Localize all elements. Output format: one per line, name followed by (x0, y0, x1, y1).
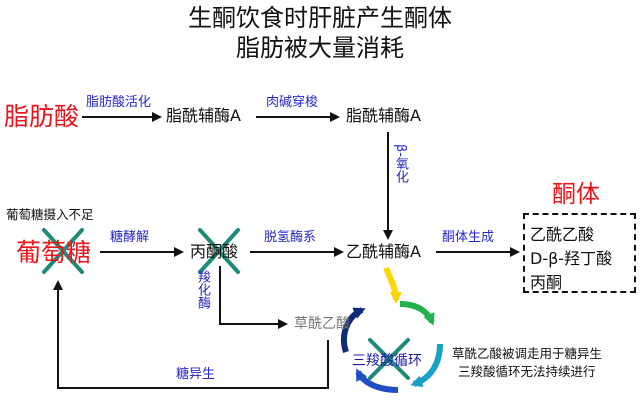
node-pyruvate: 丙酮酸 (190, 242, 239, 261)
note-oxalo-line-2: 三羧酸循环无法持续进行 (458, 364, 596, 379)
tca-arc-green (399, 301, 435, 326)
node-acyl-coa-2: 脂酰辅酶A (346, 106, 421, 125)
ketone-item-acetone: 丙酮 (530, 273, 563, 292)
title-line-2: 脂肪被大量消耗 (236, 34, 404, 62)
label-glycolysis: 糖酵解 (110, 230, 150, 245)
label-activation: 脂肪酸活化 (86, 95, 152, 110)
label-gluconeogenesis: 糖异生 (176, 367, 216, 382)
label-carboxylase: 羧化酶 (195, 270, 210, 309)
label-carnitine: 肉碱穿梭 (266, 95, 319, 110)
cross-pyruvate (198, 228, 240, 274)
label-ketogenesis: 酮体生成 (442, 230, 495, 245)
ketone-item-hydroxybutyrate: D-β-羟丁酸 (530, 249, 613, 268)
cross-tca (368, 338, 410, 380)
ketone-bodies-box: 乙酰乙酸 D-β-羟丁酸 丙酮 (523, 213, 636, 293)
arrow-carboxylase (219, 266, 288, 329)
tca-arc-teal (410, 343, 443, 388)
note-glucose-low: 葡萄糖摄入不足 (6, 207, 94, 222)
node-tca-cycle: 三羧酸循环 (352, 353, 422, 369)
label-beta-oxidation: β-氧化 (393, 144, 408, 183)
arrow-gluconeogenesis (53, 280, 329, 389)
node-glucose: 葡萄糖 (16, 238, 92, 267)
tca-arc-blue (355, 368, 399, 393)
note-oxalo-line-1: 草酰乙酸被调走用于糖异生 (452, 346, 603, 361)
label-dehydrogenase: 脱氢酶系 (264, 230, 317, 245)
ketone-title: 酮体 (552, 180, 600, 208)
tca-arc-yellow (383, 266, 402, 304)
tca-arc-navy (341, 307, 366, 353)
node-oxaloacetate: 草酰乙酸 (294, 316, 350, 332)
ketone-item-acetoacetate: 乙酰乙酸 (530, 225, 595, 244)
title-line-1: 生酮饮食时肝脏产生酮体 (188, 4, 452, 32)
node-acetyl-coa: 乙酰辅酶A (346, 242, 421, 261)
node-acyl-coa-1: 脂酰辅酶A (166, 106, 241, 125)
cross-glucose (42, 228, 84, 274)
node-fatty-acid: 脂肪酸 (4, 102, 80, 131)
